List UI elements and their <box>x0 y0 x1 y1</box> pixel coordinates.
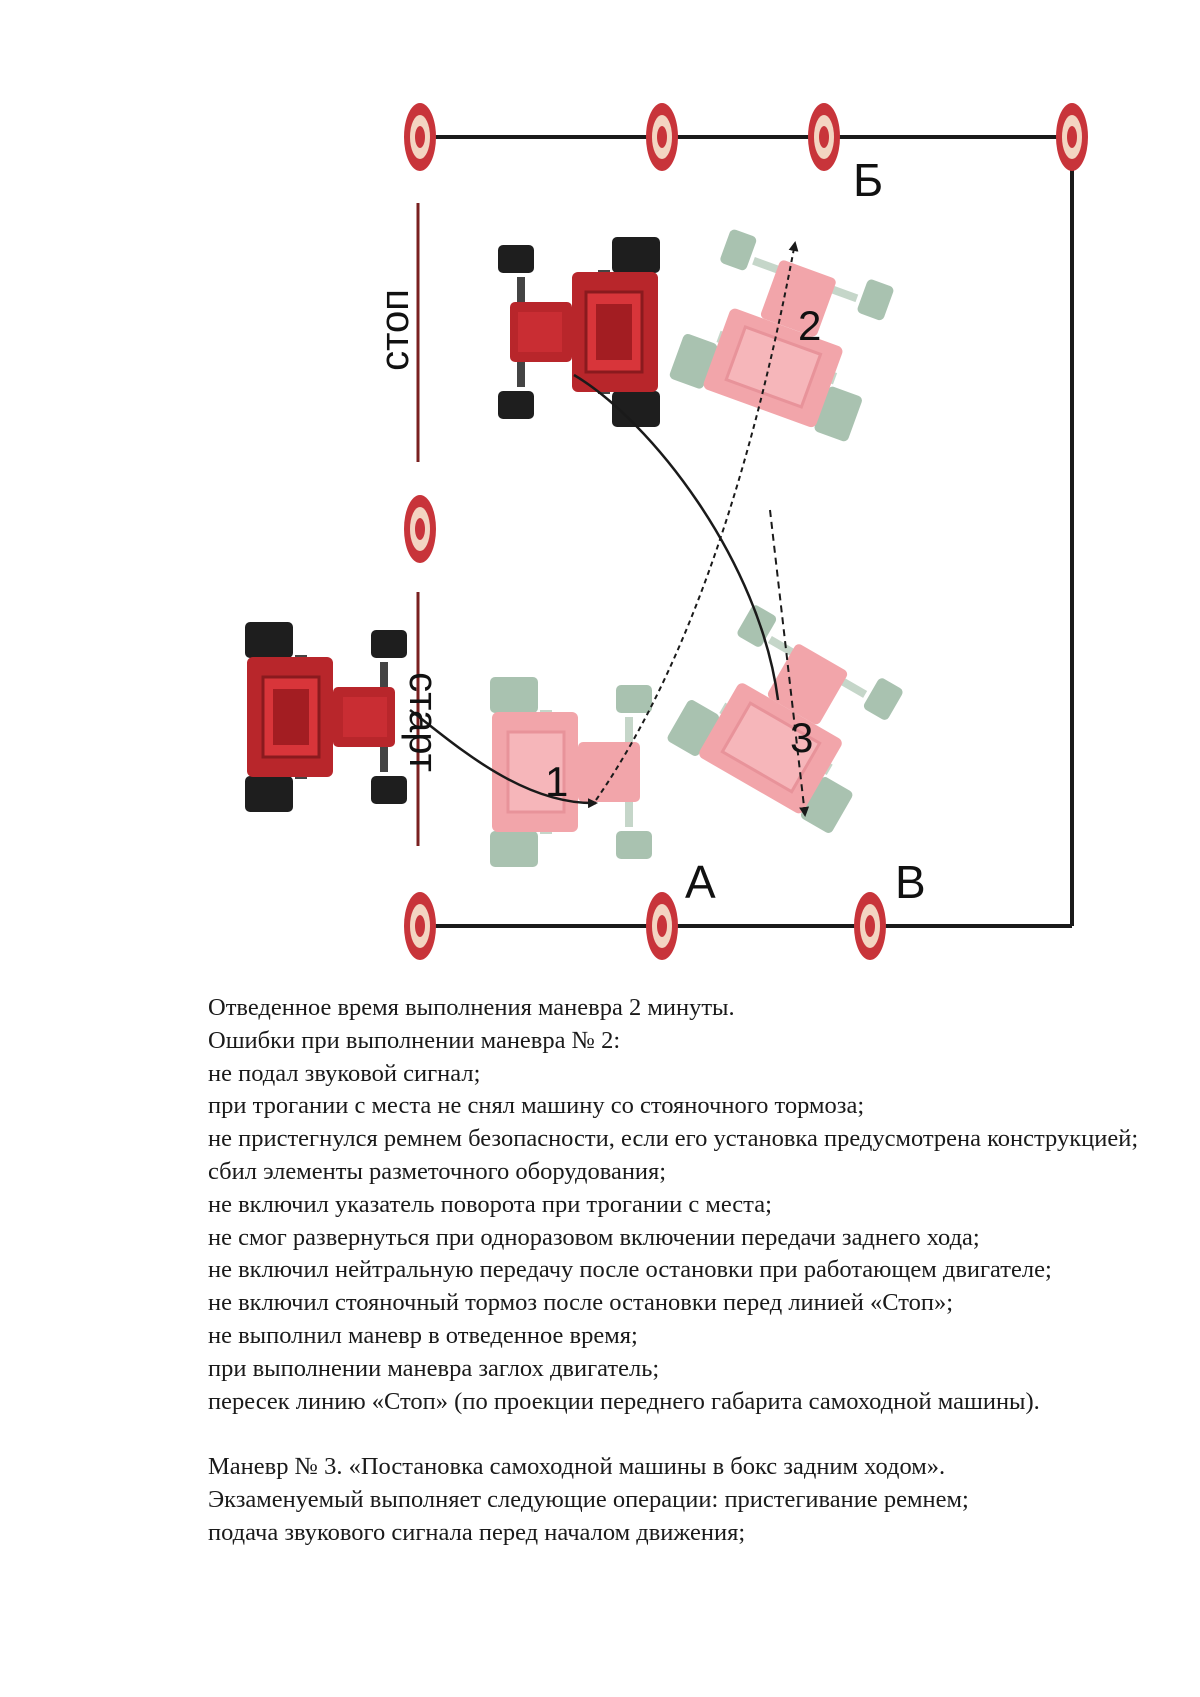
paragraph: не включил нейтральную передачу после ос… <box>208 1256 1052 1284</box>
path-arrow-icon <box>409 709 598 809</box>
label-point-v: В <box>895 856 926 908</box>
label-stop: стоп <box>373 289 417 371</box>
tractor-icon <box>488 675 654 869</box>
cone-icon <box>646 892 678 960</box>
paragraph: Отведенное время выполнения маневра 2 ми… <box>208 994 735 1021</box>
paragraph: не включил стояночный тормоз после остан… <box>208 1289 954 1317</box>
paragraph: подача звукового сигнала перед началом д… <box>208 1518 746 1546</box>
paragraph: при выполнении маневра заглох двигатель; <box>208 1354 660 1382</box>
cone-icon <box>854 892 886 960</box>
paragraph: сбил элементы разметочного оборудования; <box>208 1157 667 1185</box>
label-step-2: 2 <box>798 302 821 349</box>
tractor-icon <box>243 620 409 814</box>
tractor-icon <box>496 235 662 429</box>
maneuver-diagram: стоп старт Б А В 1 2 3 <box>243 103 1088 960</box>
paragraph: при трогании с места не снял машину со с… <box>208 1092 865 1120</box>
paragraph: не включил указатель поворота при троган… <box>208 1190 772 1218</box>
cone-icon <box>1056 103 1088 171</box>
paragraph: не пристегнулся ремнем безопасности, есл… <box>208 1125 1139 1153</box>
cone-icon <box>404 103 436 171</box>
cone-icon <box>646 103 678 171</box>
label-step-1: 1 <box>545 758 568 805</box>
path-arrow-icon <box>595 241 799 801</box>
cone-icon <box>404 495 436 563</box>
paragraph: Ошибки при выполнении маневра № 2: <box>208 1026 621 1054</box>
label-step-3: 3 <box>790 714 813 761</box>
body-text: Отведенное время выполнения маневра 2 ми… <box>152 992 1152 1550</box>
paragraph: не выполнил маневр в отведенное время; <box>208 1321 638 1349</box>
paragraph: не смог развернуться при одноразовом вкл… <box>208 1223 980 1251</box>
paragraph: не подал звуковой сигнал; <box>208 1059 481 1087</box>
cone-icon <box>404 892 436 960</box>
path-arrow-icon <box>573 373 780 701</box>
tractor-icon <box>666 223 904 445</box>
label-point-b: Б <box>853 154 883 206</box>
paragraph: пересек линию «Стоп» (по проекции передн… <box>208 1387 1040 1415</box>
label-point-a: А <box>685 856 716 908</box>
tractor-icon <box>664 597 913 837</box>
paragraph: Экзаменуемый выполняет следующие операци… <box>208 1486 969 1514</box>
paragraph-gap <box>152 1418 1152 1451</box>
path-arrow-icon <box>769 509 810 817</box>
label-start: старт <box>401 672 445 772</box>
paragraph: Маневр № 3. «Постановка самоходной машин… <box>208 1453 946 1481</box>
cone-icon <box>808 103 840 171</box>
